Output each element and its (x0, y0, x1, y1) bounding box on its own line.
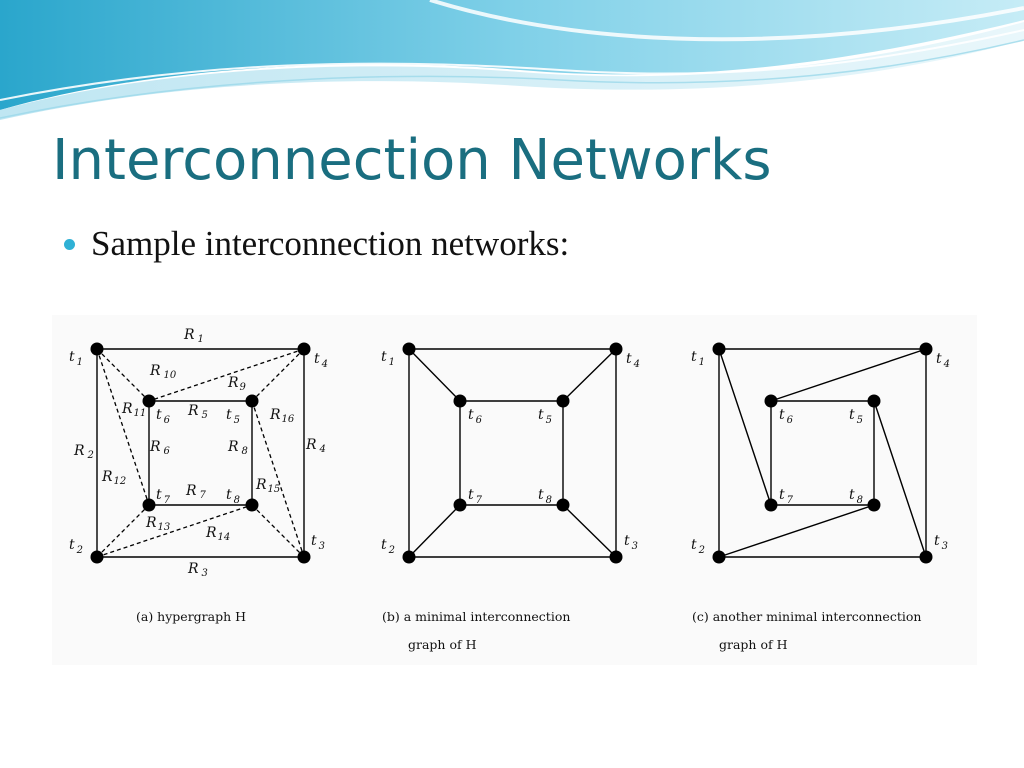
node-t7 (142, 498, 156, 512)
caption-a: (a) hypergraph H (136, 609, 246, 624)
node-t7 (453, 498, 467, 512)
caption-c-line1: (c) another minimal interconnection (692, 609, 921, 624)
node-t2 (402, 550, 416, 564)
node-t4 (919, 342, 933, 356)
bullet-item: Sample interconnection networks: (64, 222, 569, 266)
region-label: R11 (121, 401, 146, 419)
node-t8 (867, 498, 881, 512)
node-t4 (297, 342, 311, 356)
node-t6 (764, 394, 778, 408)
slide-title: Interconnection Networks (52, 128, 772, 193)
caption-b-line2: graph of H (408, 637, 477, 652)
node-t1 (712, 342, 726, 356)
node-t1 (90, 342, 104, 356)
region-label: R15 (255, 477, 280, 495)
node-t3 (609, 550, 623, 564)
node-t2 (90, 550, 104, 564)
node-t5 (556, 394, 570, 408)
caption-b-line1: (b) a minimal interconnection (382, 609, 570, 624)
bullet-icon (64, 238, 75, 250)
region-label: R12 (101, 469, 126, 487)
node-t3 (919, 550, 933, 564)
node-t5 (245, 394, 259, 408)
header-wave-banner (0, 0, 1024, 120)
region-label: R16 (269, 407, 295, 425)
caption-c-line2: graph of H (719, 637, 788, 652)
region-label: R13 (145, 515, 170, 533)
node-t7 (764, 498, 778, 512)
node-t8 (245, 498, 259, 512)
node-t8 (556, 498, 570, 512)
node-t5 (867, 394, 881, 408)
node-t4 (609, 342, 623, 356)
node-t1 (402, 342, 416, 356)
node-t2 (712, 550, 726, 564)
node-t3 (297, 550, 311, 564)
node-t6 (142, 394, 156, 408)
region-label: R9 (227, 375, 247, 393)
region-label: R14 (205, 525, 230, 543)
bullet-text: Sample interconnection networks: (91, 224, 570, 263)
node-t6 (453, 394, 467, 408)
